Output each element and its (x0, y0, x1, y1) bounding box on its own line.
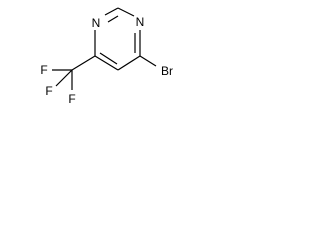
pyrimidine-structure-diagram: N N Br F F F (40, 7, 173, 106)
bond-n1-c2 (104, 7, 119, 16)
atom-label-n3: N (136, 15, 145, 29)
atom-label-f-left: F (40, 63, 47, 77)
bond-c4-br (139, 55, 157, 67)
bond-n1-c2-inner (107, 15, 119, 23)
bond-c2-n3 (117, 7, 135, 17)
bond-c4-c5 (117, 55, 141, 71)
bond-c5-c6 (94, 55, 119, 71)
atom-label-f-bottom: F (68, 92, 75, 106)
atom-label-br: Br (161, 64, 173, 78)
bond-c5-c6-inner (99, 52, 118, 65)
bond-c6-cf3 (71, 55, 96, 71)
bond-cf3-f-lowerleft (55, 69, 73, 87)
atom-label-n1: N (92, 16, 101, 30)
atom-label-f-lowerleft: F (45, 84, 52, 98)
